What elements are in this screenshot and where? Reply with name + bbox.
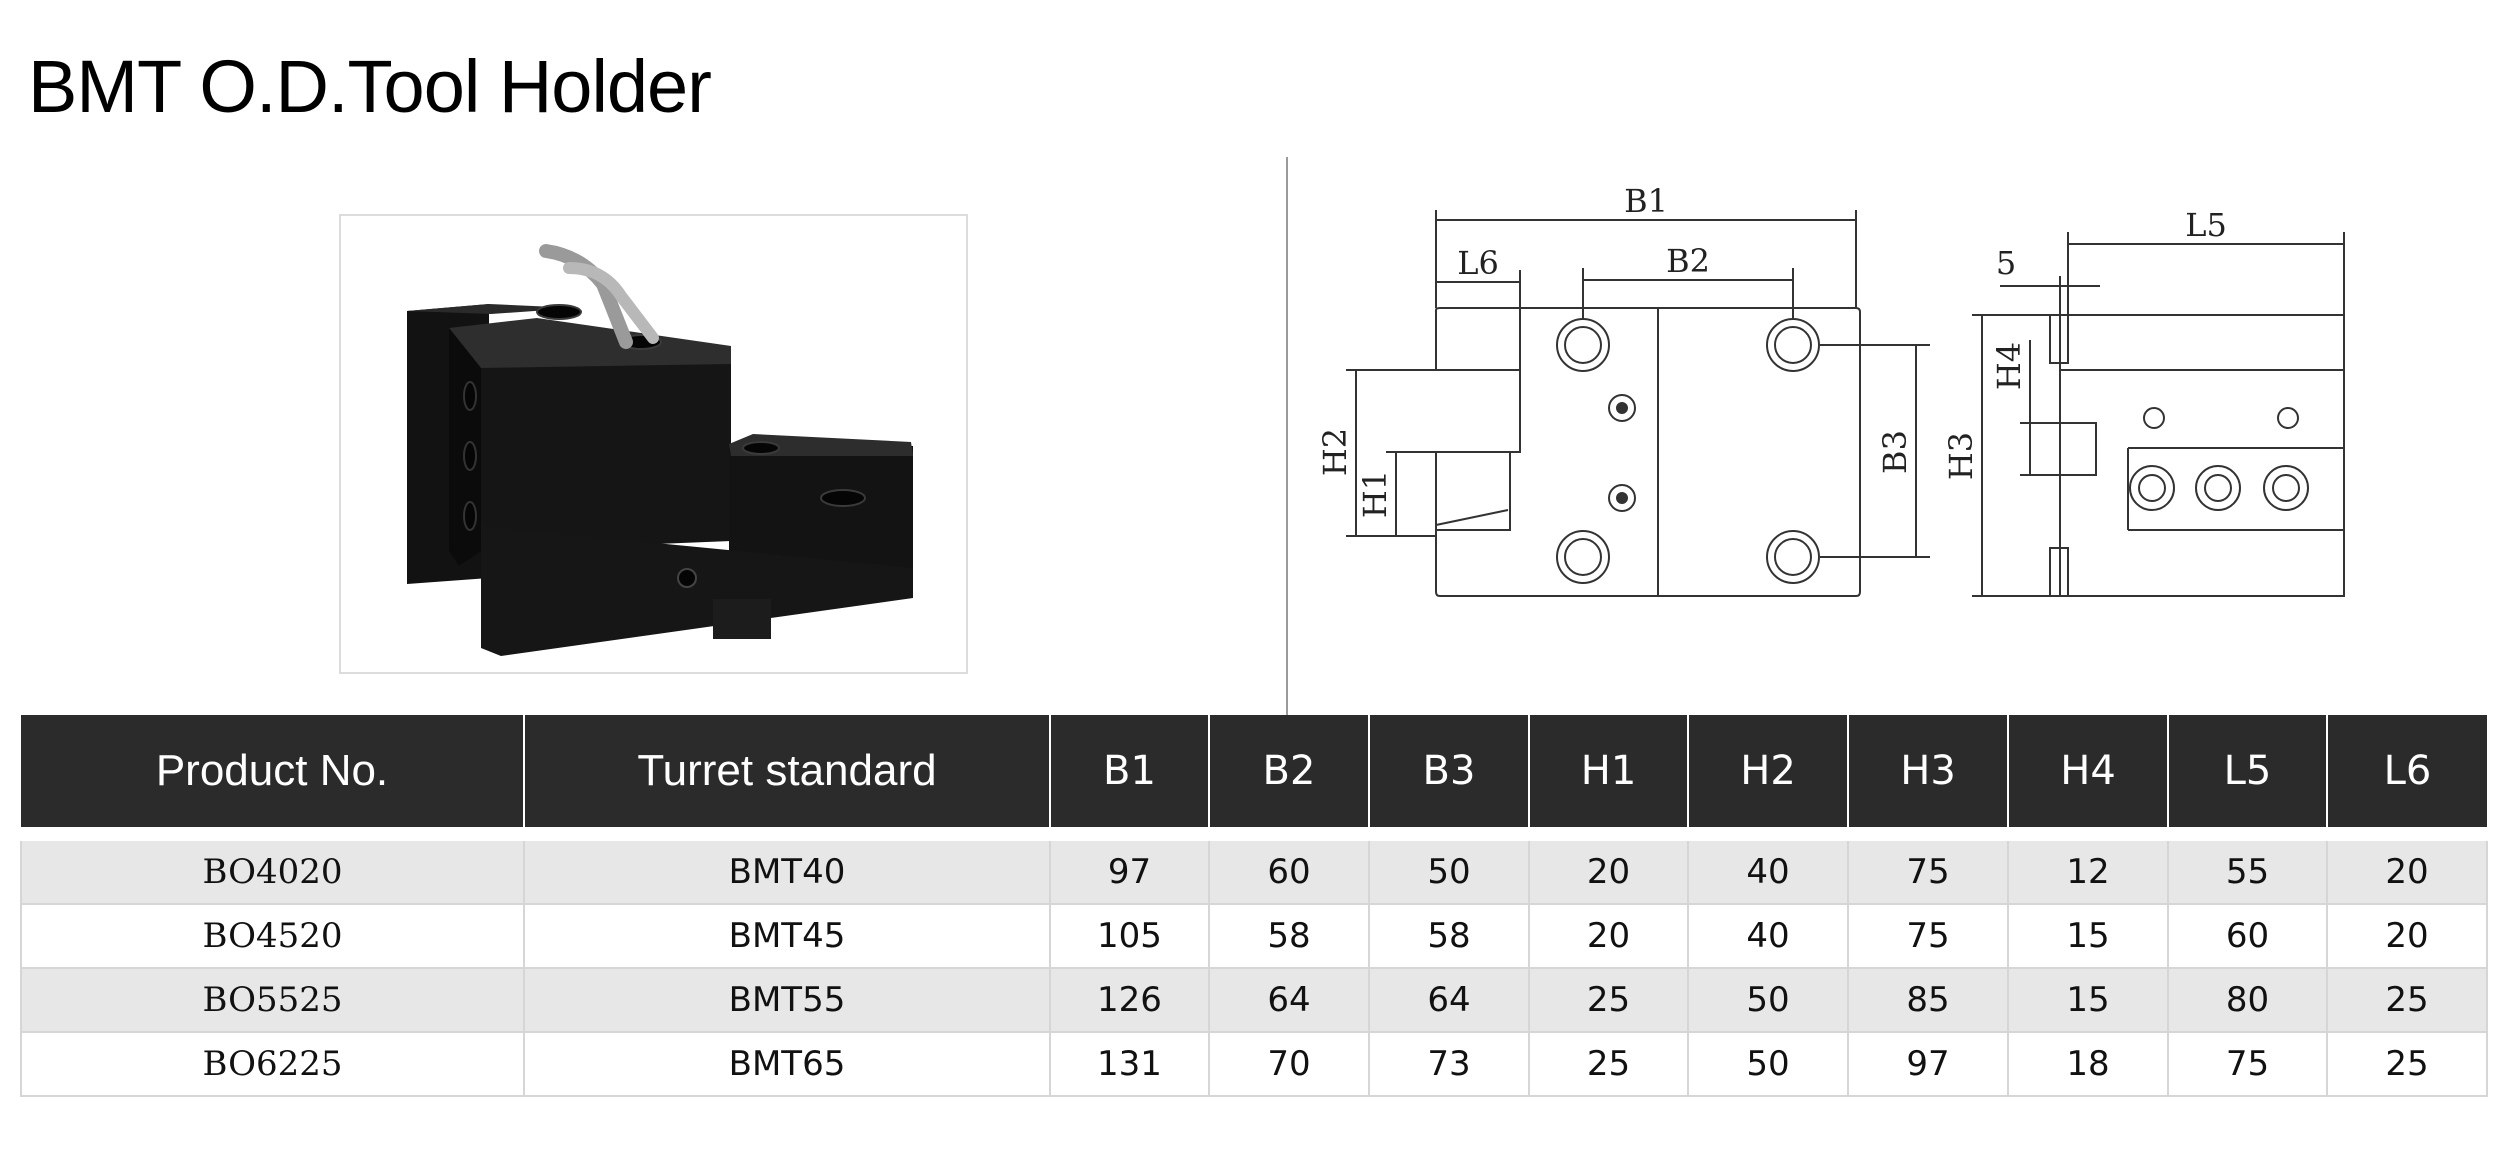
cell-h4: 18 [2007,1032,2168,1097]
header-h3: H3 [1847,715,2008,827]
section-divider [1286,157,1288,715]
cell-h3: 75 [1847,904,2008,969]
cell-turret: BMT65 [523,1032,1050,1097]
cell-h1: 20 [1528,904,1688,969]
page-title: BMT O.D.Tool Holder [28,45,712,128]
cell-b3: 58 [1368,904,1529,969]
cell-product-no: BO4520 [20,904,524,969]
cell-l5: 55 [2167,841,2327,905]
cell-h2: 40 [1687,841,1848,905]
cell-b2: 58 [1208,904,1369,969]
header-b3: B3 [1368,715,1529,827]
cell-h3: 75 [1847,841,2008,905]
table-row: BO6225 BMT65 131 70 73 25 50 97 18 75 25 [20,1032,2488,1097]
header-h4: H4 [2007,715,2168,827]
cell-h1: 25 [1528,968,1688,1033]
header-l6: L6 [2326,715,2487,827]
cell-h4: 12 [2007,841,2168,905]
dimension-drawing: B1 L6 B2 L5 5 B3 H2 H1 H3 H4 [1300,180,2380,625]
cell-product-no: BO6225 [20,1032,524,1097]
product-photo [339,214,968,674]
cell-b3: 64 [1368,968,1529,1033]
cell-l5: 75 [2167,1032,2327,1097]
cell-b1: 131 [1049,1032,1209,1097]
cell-l6: 25 [2326,1032,2488,1097]
header-h1: H1 [1528,715,1688,827]
cell-l5: 60 [2167,904,2327,969]
label-b2: B2 [1666,242,1710,280]
label-b1: B1 [1624,182,1668,220]
cell-b2: 70 [1208,1032,1369,1097]
cell-h4: 15 [2007,904,2168,969]
cell-h1: 25 [1528,1032,1688,1097]
table-row: BO4520 BMT45 105 58 58 20 40 75 15 60 20 [20,904,2488,969]
header-l5: L5 [2167,715,2327,827]
table-row: BO4020 BMT40 97 60 50 20 40 75 12 55 20 [20,841,2488,905]
header-b1: B1 [1049,715,1209,827]
cell-h3: 85 [1847,968,2008,1033]
cell-h3: 97 [1847,1032,2008,1097]
label-b3: B3 [1876,430,1914,474]
cell-l6: 25 [2326,968,2488,1033]
cell-h2: 50 [1687,968,1848,1033]
label-h2: H2 [1316,428,1354,476]
cell-b1: 126 [1049,968,1209,1033]
cell-b3: 50 [1368,841,1529,905]
cell-l6: 20 [2326,904,2488,969]
table-header-row: Product No. Turret standard B1 B2 B3 H1 … [21,715,2487,827]
cell-product-no: BO4020 [20,841,524,905]
header-product-no: Product No. [21,715,524,827]
cell-product-no: BO5525 [20,968,524,1033]
cell-turret: BMT45 [523,904,1050,969]
cell-b2: 64 [1208,968,1369,1033]
cell-h4: 15 [2007,968,2168,1033]
cell-b1: 105 [1049,904,1209,969]
cell-b3: 73 [1368,1032,1529,1097]
cell-h2: 50 [1687,1032,1848,1097]
label-h3: H3 [1942,432,1980,480]
label-h4: H4 [1990,342,2028,390]
header-b2: B2 [1208,715,1369,827]
label-l5: L5 [2185,206,2227,244]
cell-h1: 20 [1528,841,1688,905]
cell-h2: 40 [1687,904,1848,969]
cell-turret: BMT40 [523,841,1050,905]
header-turret-standard: Turret standard [523,715,1050,827]
spec-table: Product No. Turret standard B1 B2 B3 H1 … [20,715,2488,1097]
cell-b2: 60 [1208,841,1369,905]
table-row: BO5525 BMT55 126 64 64 25 50 85 15 80 25 [20,968,2488,1033]
label-five: 5 [1996,244,2016,282]
label-h1: H1 [1356,470,1394,518]
label-l6: L6 [1457,244,1499,282]
cell-b1: 97 [1049,841,1209,905]
cell-l6: 20 [2326,841,2488,905]
cell-l5: 80 [2167,968,2327,1033]
header-h2: H2 [1687,715,1848,827]
cell-turret: BMT55 [523,968,1050,1033]
